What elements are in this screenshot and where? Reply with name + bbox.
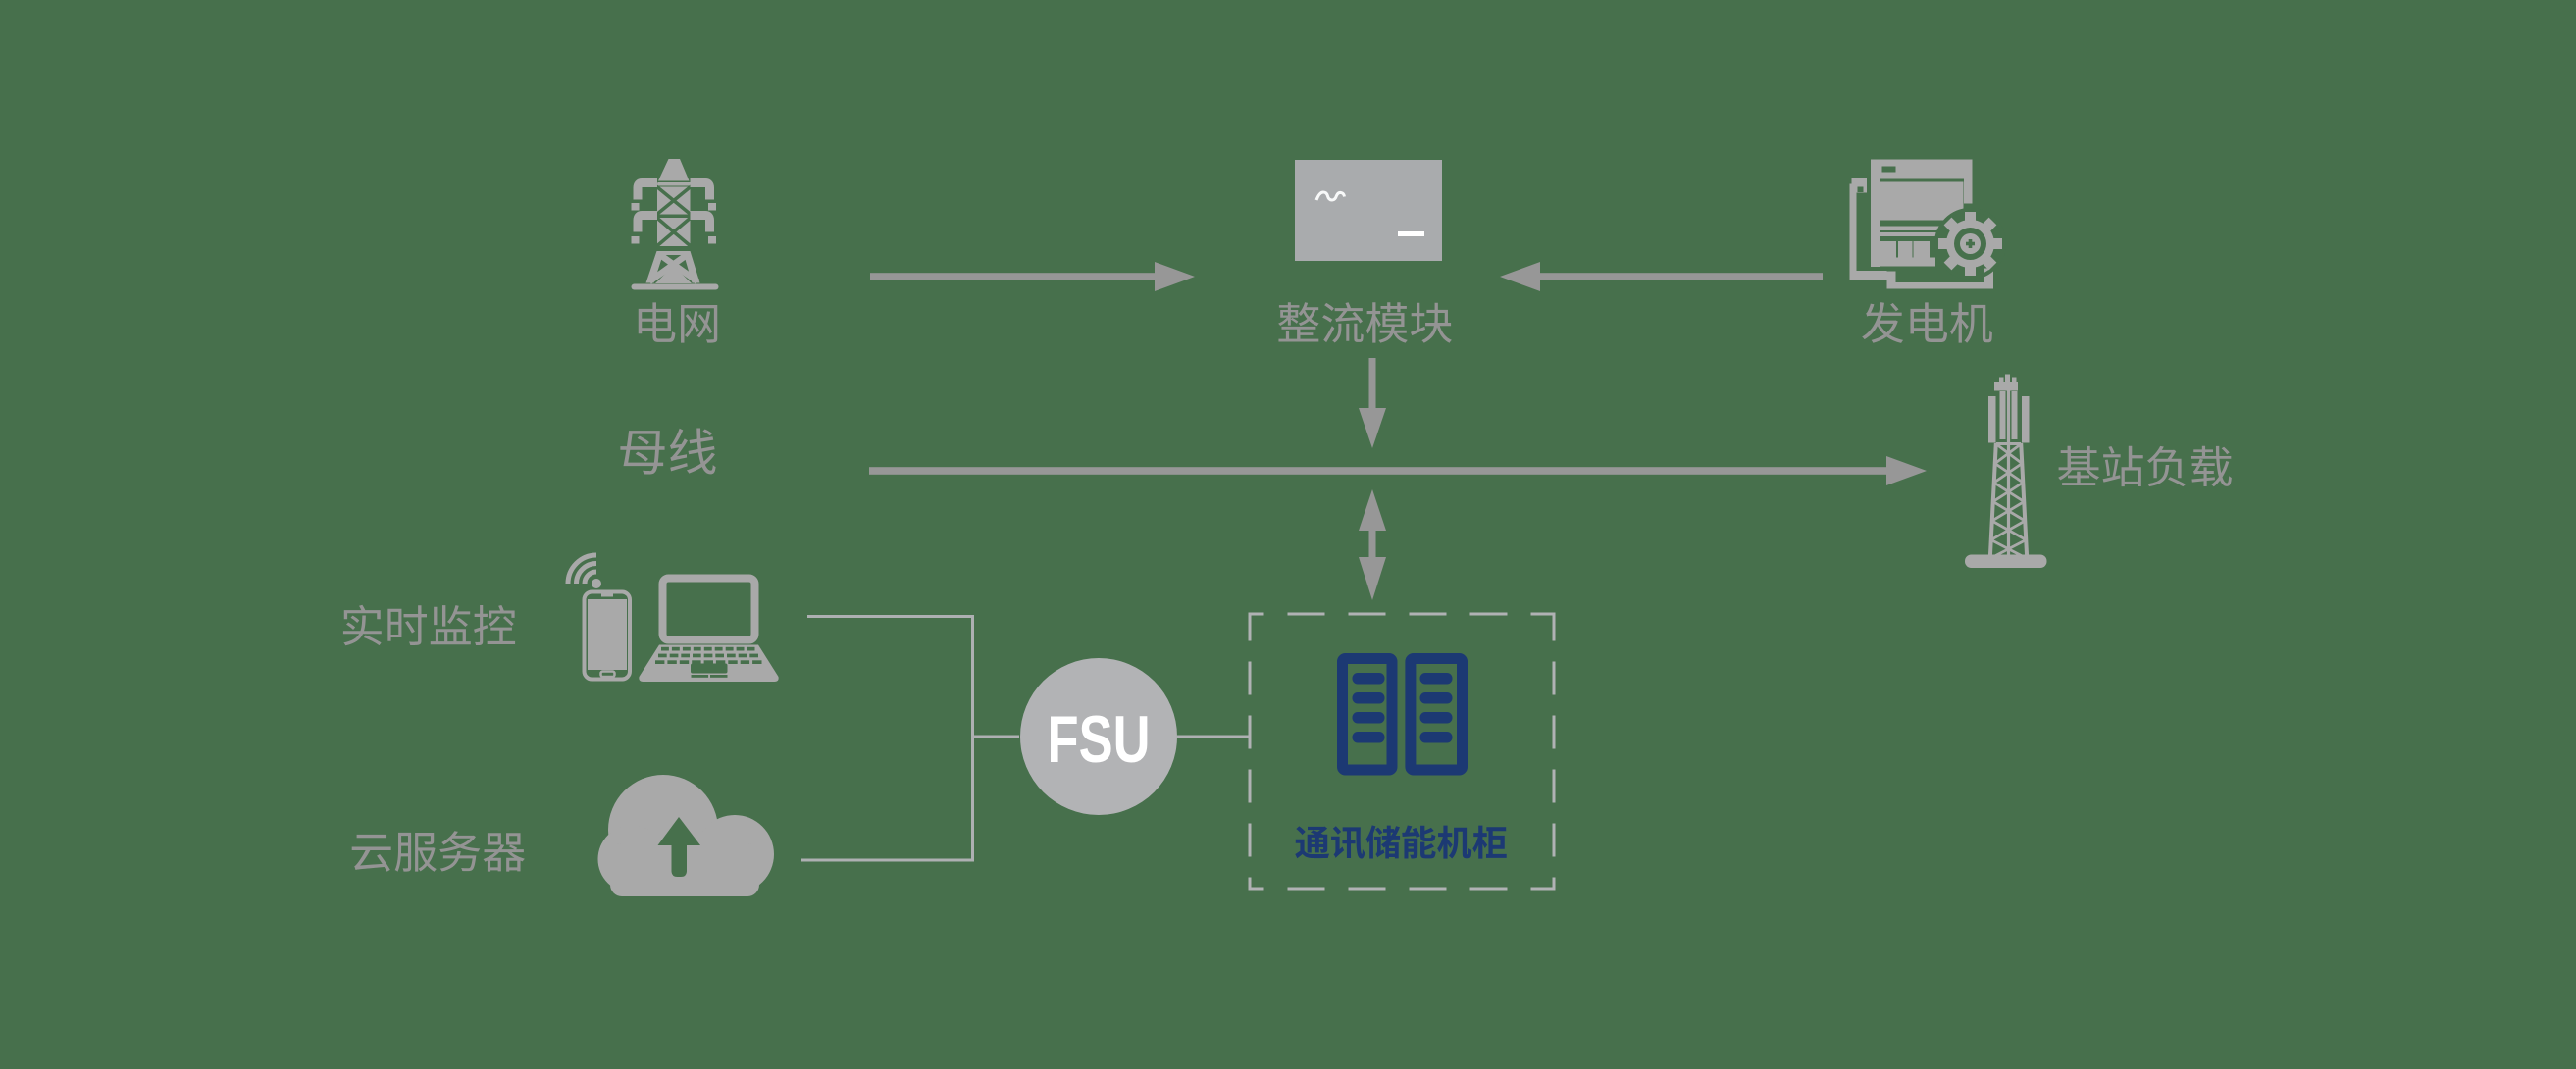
svg-text:FSU: FSU: [1048, 702, 1151, 777]
